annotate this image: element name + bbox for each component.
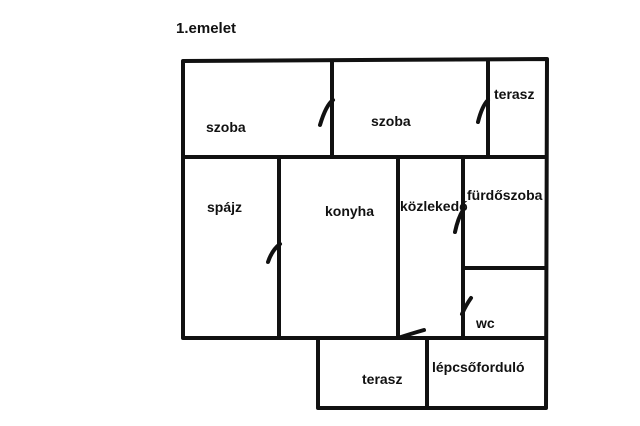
door-wc xyxy=(460,296,473,316)
door-kozlekedo xyxy=(396,328,426,340)
room-label-spajz: spájz xyxy=(207,199,243,215)
floor-title: 1.emelet xyxy=(176,20,237,37)
door-szoba-left xyxy=(318,98,335,127)
room-label-wc: wc xyxy=(476,315,495,331)
outer-wall xyxy=(181,57,549,410)
room-label-furdoszoba: fürdőszoba xyxy=(467,187,543,203)
room-label-szoba-right: szoba xyxy=(371,113,411,129)
room-label-konyha: konyha xyxy=(325,203,375,219)
room-label-terasz-bottom: terasz xyxy=(362,371,403,387)
room-label-lepcsoforduló: lépcsőforduló xyxy=(432,359,525,375)
door-konyha xyxy=(266,242,282,264)
room-label-szoba-left: szoba xyxy=(206,119,246,135)
door-furdo xyxy=(453,208,465,234)
door-szoba-right xyxy=(476,98,490,124)
room-label-terasz-top: terasz xyxy=(494,86,535,102)
room-label-kozlekedo: közlekedő xyxy=(400,198,468,214)
